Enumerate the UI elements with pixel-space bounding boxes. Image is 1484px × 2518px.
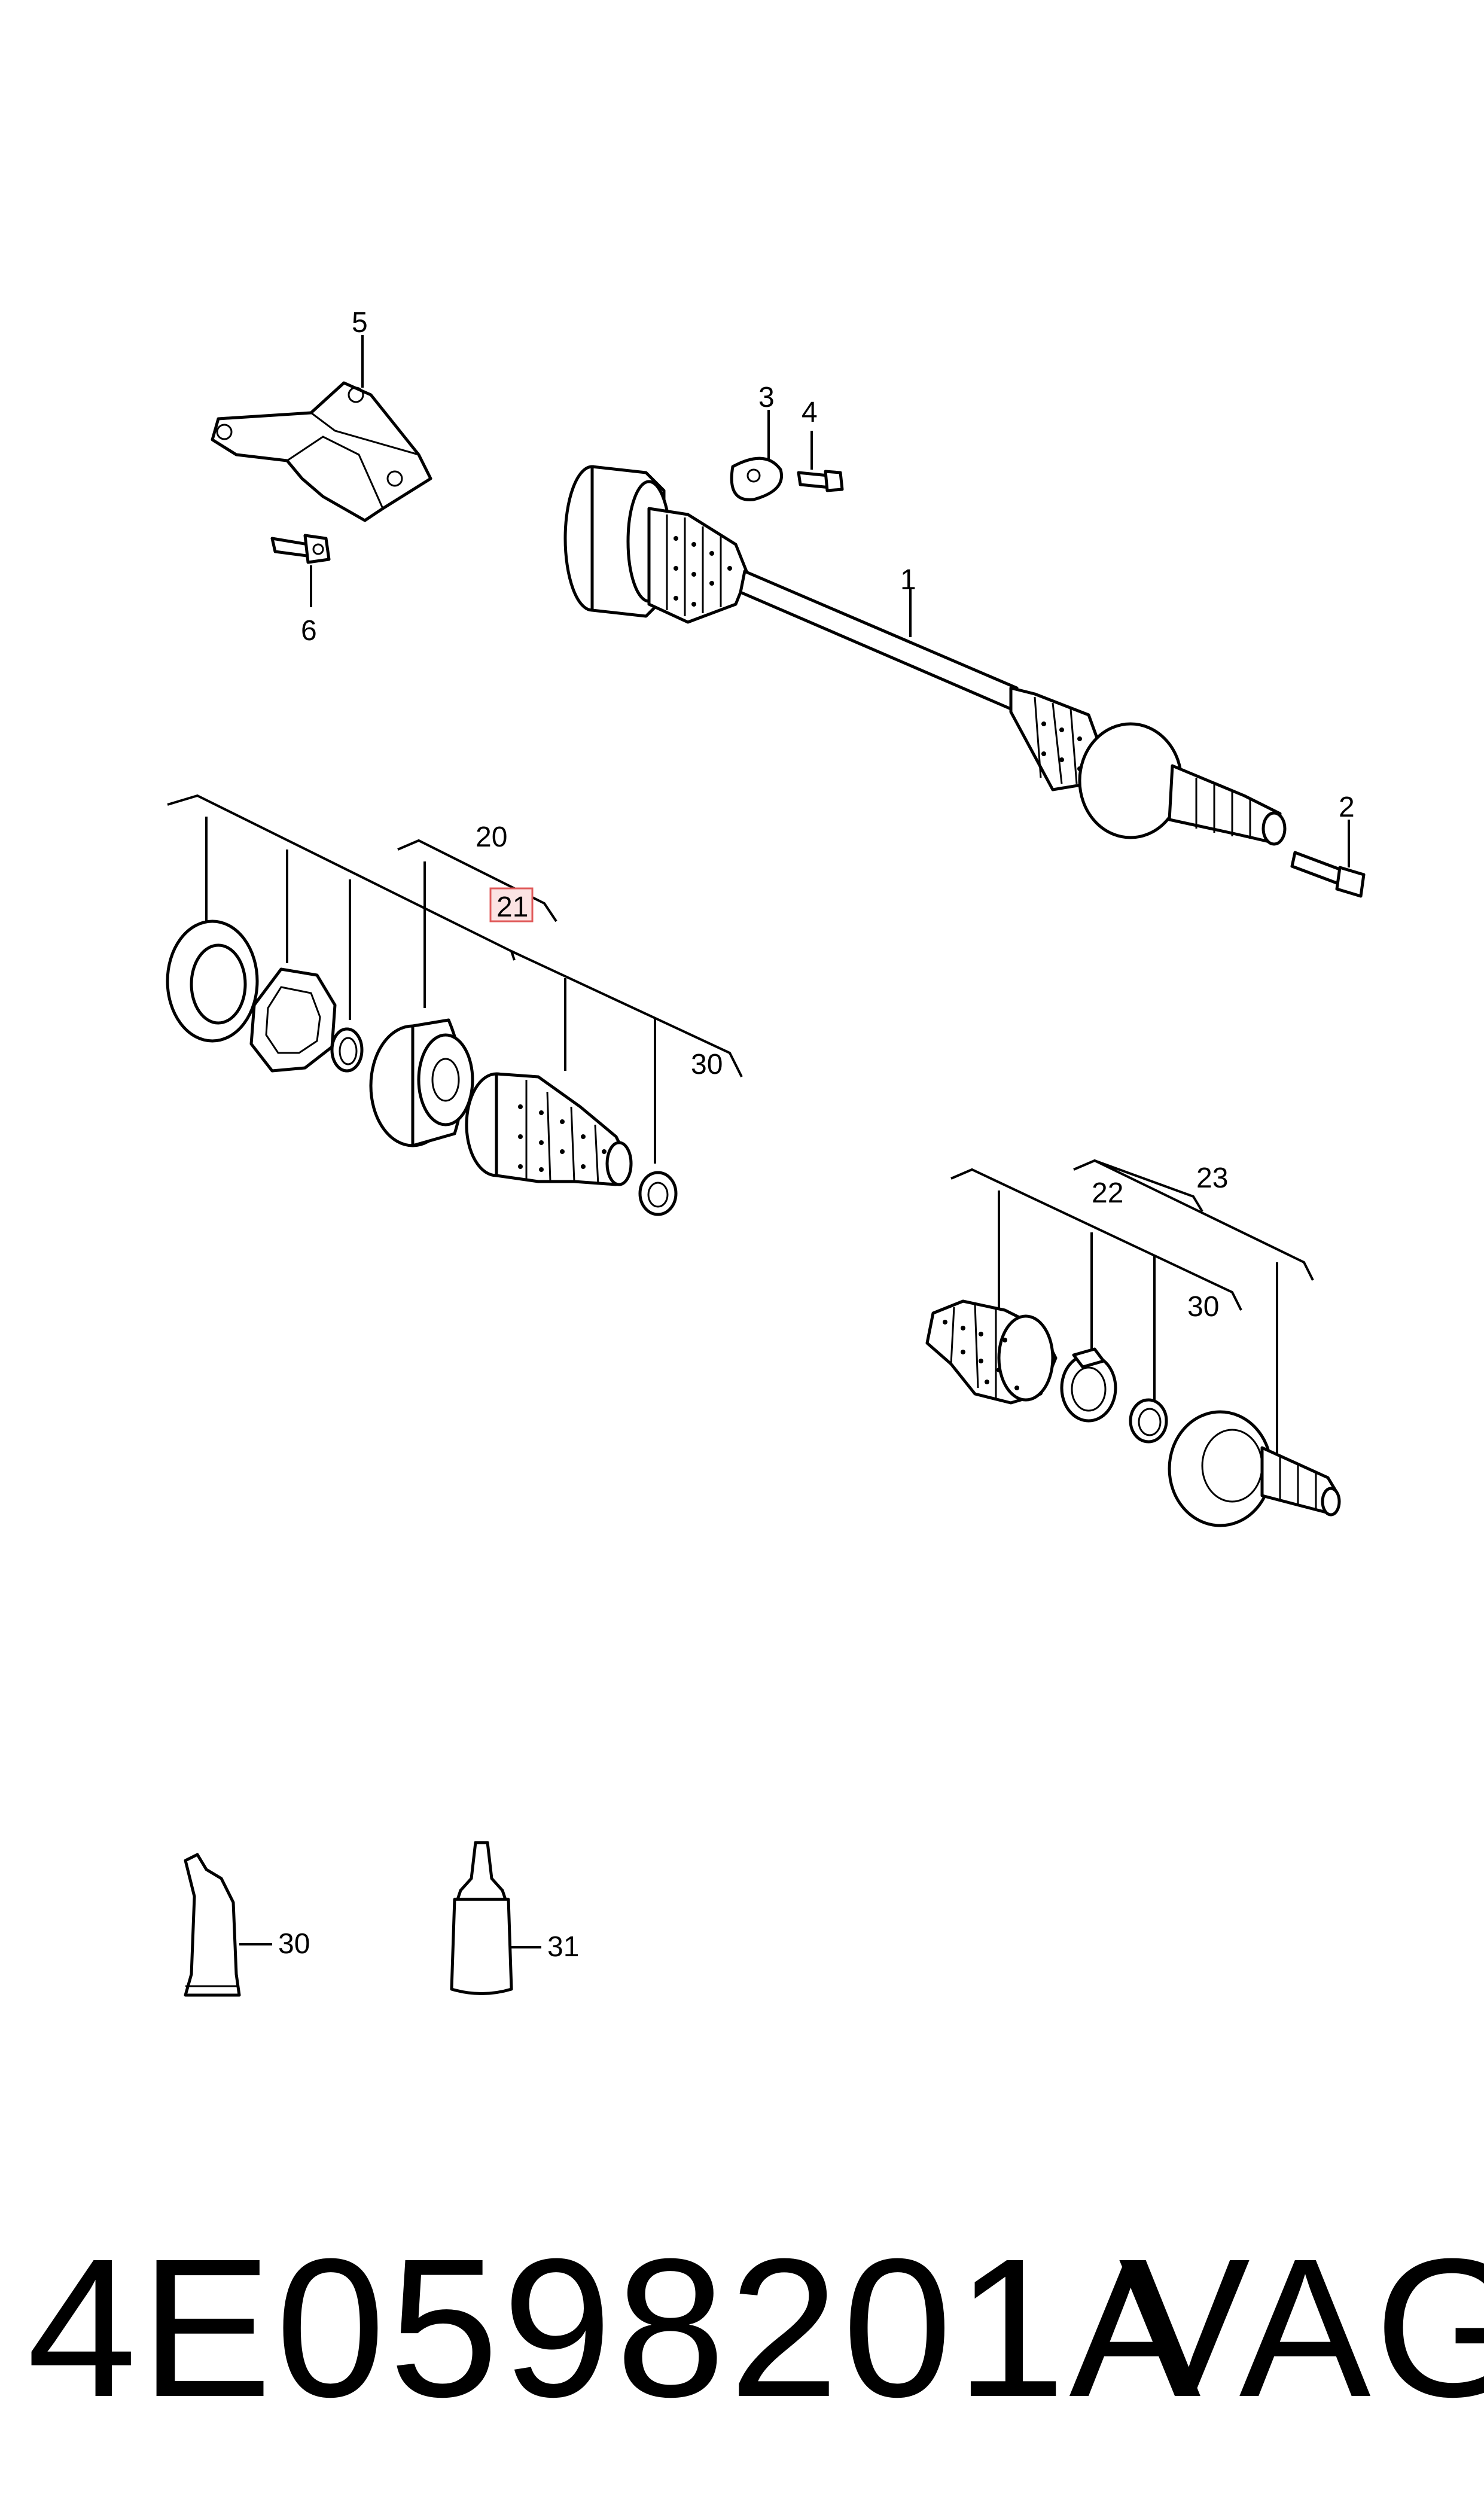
callout-31: 31 bbox=[547, 1931, 579, 1963]
callout-21-highlight bbox=[489, 887, 534, 922]
outer-boot-dots bbox=[943, 1320, 1019, 1390]
callout-21: 21 bbox=[496, 891, 528, 923]
callout-23: 23 bbox=[1196, 1162, 1228, 1194]
inner-boot bbox=[465, 1072, 633, 1186]
grease-tube bbox=[184, 1853, 241, 1997]
bracket-lines-right bbox=[950, 1159, 1314, 1460]
lock-plate-3 bbox=[730, 456, 783, 501]
callout-3: 3 bbox=[758, 382, 775, 413]
bracket-lines-left bbox=[167, 794, 743, 1164]
sealant-bottle bbox=[450, 1841, 513, 1995]
outer-clamp bbox=[1060, 1347, 1117, 1423]
heat-shield-bracket bbox=[211, 381, 432, 522]
cover-ring bbox=[166, 919, 259, 1043]
callout-30-tube: 30 bbox=[278, 1928, 310, 1960]
outer-cv-joint bbox=[1168, 1410, 1341, 1527]
callout-22: 22 bbox=[1092, 1177, 1123, 1209]
gasket bbox=[249, 967, 337, 1073]
boot-texture-dots bbox=[674, 536, 1082, 771]
callout-20: 20 bbox=[476, 821, 507, 853]
inner-cv-joint bbox=[369, 1018, 474, 1147]
callout-30-right: 30 bbox=[1187, 1291, 1219, 1323]
outer-circlip bbox=[1129, 1398, 1168, 1444]
callout-2: 2 bbox=[1339, 791, 1355, 823]
brand-name: VAG bbox=[1119, 2217, 1484, 2438]
inner-boot-dots bbox=[518, 1104, 607, 1172]
bolt-2 bbox=[1290, 851, 1366, 898]
callout-30-left: 30 bbox=[691, 1049, 723, 1080]
bolt-6 bbox=[270, 534, 331, 564]
callout-6: 6 bbox=[301, 615, 317, 647]
callout-5: 5 bbox=[352, 307, 368, 339]
part-number: 4E0598201A bbox=[27, 2217, 1204, 2438]
callout-4: 4 bbox=[802, 397, 818, 428]
bolt-4 bbox=[797, 470, 844, 492]
callout-1: 1 bbox=[900, 564, 916, 596]
outer-boot bbox=[925, 1299, 1058, 1405]
inner-clamp bbox=[638, 1171, 678, 1216]
circlip bbox=[330, 1027, 364, 1073]
drive-shaft-assembly bbox=[563, 465, 1287, 846]
